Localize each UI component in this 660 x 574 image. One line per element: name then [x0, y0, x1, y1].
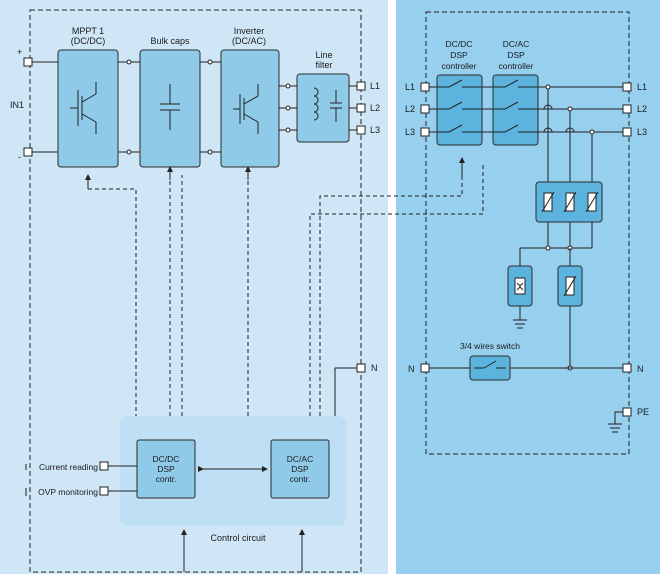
- dcdc-ctrl-line1: DC/DC: [153, 454, 180, 464]
- inverter-subtitle: (DC/AC): [232, 36, 266, 46]
- bulk-caps-block: Bulk caps: [139, 36, 201, 168]
- current-reading-label: Current reading: [39, 462, 98, 472]
- left-out-l1: L1: [370, 81, 380, 91]
- dcdc-ctrl-line3: contr.: [156, 474, 177, 484]
- control-signal-arrows: [85, 157, 465, 572]
- varistor-icon: [563, 275, 577, 297]
- ovp-monitoring-label: OVP monitoring: [38, 487, 98, 497]
- pe-terminal: PE: [608, 407, 649, 433]
- ground-icon: [513, 319, 527, 329]
- input-label: IN1: [10, 100, 24, 110]
- dcac-controller-line2: DSP: [507, 50, 525, 60]
- dcdc-ctrl-line2: DSP: [157, 464, 175, 474]
- right-out-n: N: [637, 364, 644, 374]
- left-ac-outputs: L1 L2 L3: [356, 81, 380, 135]
- right-enclosure: [425, 11, 630, 455]
- varistor-block: [520, 181, 603, 251]
- input-minus-label: -: [18, 152, 21, 162]
- right-out-l2: L2: [637, 104, 647, 114]
- switch-icon: [429, 79, 623, 133]
- left-neutral: N: [334, 363, 378, 416]
- right-in-n: N: [408, 364, 415, 374]
- varistor-icon: [541, 191, 599, 213]
- dcdc-dsp-controller: DC/DC DSP controller: [436, 39, 483, 146]
- switch-icon: [474, 360, 506, 369]
- pe-label: PE: [637, 407, 649, 417]
- inverter-to-filter: [279, 83, 357, 133]
- right-outputs: L1 L2 L3: [622, 82, 647, 137]
- dcac-dsp-controller: DC/AC DSP controller: [492, 39, 539, 146]
- line-filter-subtitle: filter: [315, 60, 332, 70]
- right-in-l1: L1: [405, 82, 415, 92]
- dcac-ctrl-line3: contr.: [290, 474, 311, 484]
- right-out-l3: L3: [637, 127, 647, 137]
- line-filter-title: Line: [315, 50, 332, 60]
- input-plus-terminal: [23, 57, 33, 67]
- igbt-icon: [233, 84, 259, 134]
- right-in-l2: L2: [405, 104, 415, 114]
- mppt-title: MPPT 1: [72, 26, 104, 36]
- dcac-ctrl-line1: DC/AC: [287, 454, 313, 464]
- control-circuit-label: Control circuit: [210, 533, 266, 543]
- ground-icon: [608, 423, 622, 433]
- mppt-block: MPPT 1 (DC/DC): [57, 26, 119, 168]
- capacitor-icon: [330, 90, 342, 122]
- input-plus-label: +: [17, 47, 22, 57]
- dc-bus: [118, 59, 221, 155]
- dcac-controller-line1: DC/AC: [503, 39, 529, 49]
- inductor-icon: [313, 87, 319, 121]
- dcac-controller-line3: controller: [499, 61, 534, 71]
- left-out-n: N: [371, 363, 378, 373]
- surge-taps: [543, 84, 595, 182]
- dcdc-controller-line2: DSP: [450, 50, 468, 60]
- mppt-subtitle: (DC/DC): [71, 36, 106, 46]
- left-out-l3: L3: [370, 125, 380, 135]
- ground-surge-pair: [507, 248, 583, 371]
- capacitor-icon: [160, 84, 180, 130]
- dcdc-controller-line3: controller: [442, 61, 477, 71]
- right-in-l3: L3: [405, 127, 415, 137]
- input-minus-terminal: [23, 147, 33, 157]
- right-out-l1: L1: [637, 82, 647, 92]
- left-out-l2: L2: [370, 103, 380, 113]
- neutral-line: N 3/4 wires switch N: [408, 341, 644, 381]
- inverter-block: Inverter (DC/AC): [220, 26, 280, 168]
- control-circuit: DC/DC DSP contr. DC/AC DSP contr. Contro…: [120, 416, 346, 543]
- inverter-title: Inverter: [234, 26, 265, 36]
- dcdc-controller-line1: DC/DC: [446, 39, 473, 49]
- dc-input: + IN1 -: [10, 47, 58, 162]
- igbt-icon: [70, 82, 97, 134]
- bulk-caps-title: Bulk caps: [150, 36, 190, 46]
- wires-switch-label: 3/4 wires switch: [460, 341, 520, 351]
- sense-inputs: Current reading OVP monitoring: [25, 461, 137, 497]
- dcac-ctrl-line2: DSP: [291, 464, 309, 474]
- left-enclosure: [29, 9, 362, 573]
